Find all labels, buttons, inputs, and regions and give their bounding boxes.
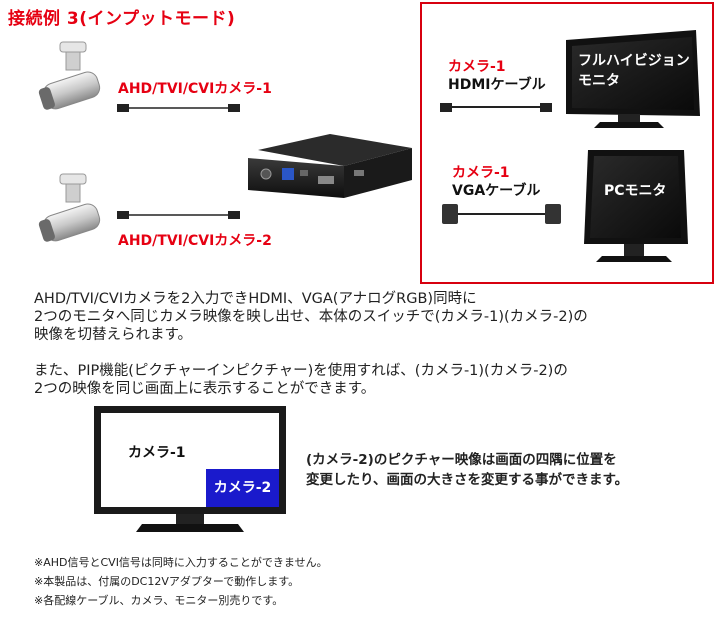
hdmi-cable [440, 103, 552, 112]
description-line: 映像を切替えられます。 [34, 327, 193, 343]
description-line: 2つのモニタへ同じカメラ映像を映し出せ、本体のスイッチで(カメラ-1)(カメラ-… [34, 309, 588, 325]
notes: ※AHD信号とCVI信号は同時に入力することができません。 ※本製品は、付属のD… [34, 553, 694, 610]
camera-1-label: AHD/TVI/CVIカメラ-1 [118, 81, 272, 97]
note-item: ※本製品は、付属のDC12Vアダプターで動作します。 [34, 575, 300, 588]
pc-monitor-label: PCモニタ [604, 183, 667, 199]
note-item: ※AHD信号とCVI信号は同時に入力することができません。 [34, 556, 328, 569]
output-frame [420, 2, 714, 284]
converter-device-icon [248, 134, 412, 198]
camera-2-label: AHD/TVI/CVIカメラ-2 [118, 233, 272, 249]
hdmi-monitor-icon [566, 30, 700, 128]
description-line: また、PIP機能(ピクチャーインピクチャー)を使用すれば、(カメラ-1)(カメラ… [34, 363, 568, 379]
vga-cable-label: VGAケーブル [452, 183, 541, 199]
pip-description-line: 変更したり、画面の大きさを変更する事ができます。 [306, 472, 629, 488]
page-title: 接続例 3(インプットモード) [8, 9, 236, 29]
note-item: ※各配線ケーブル、カメラ、モニター別売りです。 [34, 594, 284, 607]
hdmi-cable-label: HDMIケーブル [448, 77, 546, 93]
pip-description: (カメラ-2)のピクチャー映像は画面の四隅に位置を 変更したり、画面の大きさを変… [306, 450, 706, 490]
hdmi-camera-label: カメラ-1 [448, 59, 506, 75]
description-line: 2つの映像を同じ画面上に表示することができます。 [34, 381, 376, 397]
description-paragraph-2: また、PIP機能(ピクチャーインピクチャー)を使用すれば、(カメラ-1)(カメラ… [34, 362, 694, 398]
bnc-cable-1 [117, 104, 240, 112]
hdmi-monitor-label-2: モニタ [578, 73, 620, 89]
vga-cable [442, 204, 561, 224]
pip-main-label: カメラ-1 [128, 445, 186, 461]
bnc-cable-2 [117, 211, 240, 219]
camera-2-icon [38, 173, 101, 242]
pip-sub-window: カメラ-2 [206, 469, 279, 507]
description-paragraph-1: AHD/TVI/CVIカメラを2入力できHDMI、VGA(アナログRGB)同時に… [34, 290, 694, 344]
description-line: AHD/TVI/CVIカメラを2入力できHDMI、VGA(アナログRGB)同時に [34, 291, 477, 307]
hdmi-monitor-label-1: フルハイビジョン [578, 53, 690, 69]
pc-monitor-icon [584, 150, 688, 262]
pip-description-line: (カメラ-2)のピクチャー映像は画面の四隅に位置を [306, 452, 617, 468]
vga-camera-label: カメラ-1 [452, 165, 510, 181]
camera-1-icon [38, 41, 101, 110]
